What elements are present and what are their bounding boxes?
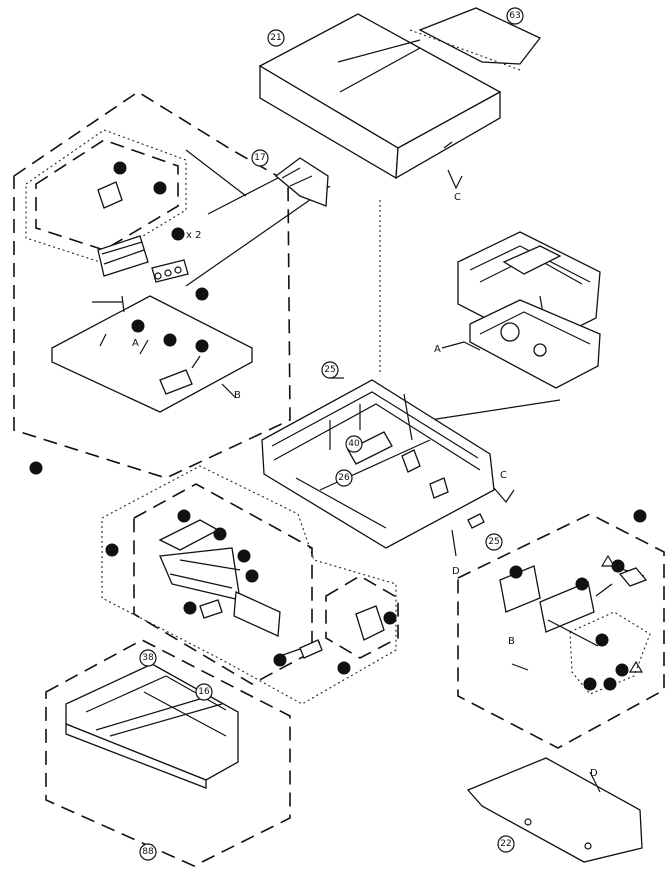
bottom-plate [466,757,643,863]
filled-callouts [29,161,647,691]
left-hex-group [13,91,291,479]
center-left-dotted-group [101,465,397,705]
callout-25-bottom: 25 [485,533,503,551]
svg-text:88: 88 [142,847,154,857]
svg-text:63: 63 [509,11,520,21]
front-pcb [51,295,253,413]
svg-text:17: 17 [254,153,265,163]
svg-text:25: 25 [488,537,499,547]
letter-b-pcb: B [234,390,241,401]
letter-d-chassis: D [452,566,460,577]
label-sheet-63 [409,7,542,71]
letter-c-top: C [454,192,461,203]
svg-text:16: 16 [198,687,210,697]
top-cover [258,13,502,180]
callout-63: 63 [506,7,524,25]
right-hex-group [457,513,665,749]
svg-text:40: 40 [348,439,360,449]
small-hex-part [325,575,399,659]
callout-22: 22 [497,835,515,853]
left-connector-strip [151,259,189,283]
callout-40: 40 [345,435,363,453]
callout-16: 16 [195,683,213,701]
top-cover-arrow-c: C [447,169,463,203]
warning-triangle-icons [600,554,644,673]
left-bracket-board [97,235,149,277]
letter-b-right: B [508,636,515,647]
svg-text:25: 25 [324,365,335,375]
letter-a-mech: A [434,344,441,355]
callout-21: 21 [267,29,285,47]
svg-text:38: 38 [142,653,154,663]
callout-25-top: 25 [321,361,339,379]
center-left-hex [133,483,313,685]
svg-text:22: 22 [500,839,511,849]
letter-d-bottom: D [590,768,598,779]
front-panel-hex [45,639,291,867]
mechanism-assembly [457,231,601,389]
mechanism-label-a: A [434,341,481,355]
letter-a-pcb: A [132,338,139,349]
main-chassis [261,379,495,549]
letter-c-chassis: C [500,470,507,481]
callout-38: 38 [139,649,157,667]
svg-text:26: 26 [338,473,350,483]
callout-88: 88 [139,843,157,861]
label-x2: x 2 [186,230,201,241]
small-board-17 [274,157,329,207]
svg-text:21: 21 [270,33,281,43]
left-inner-dotted-group [25,129,187,263]
callout-26: 26 [335,469,353,487]
callout-17: 17 [251,149,269,167]
